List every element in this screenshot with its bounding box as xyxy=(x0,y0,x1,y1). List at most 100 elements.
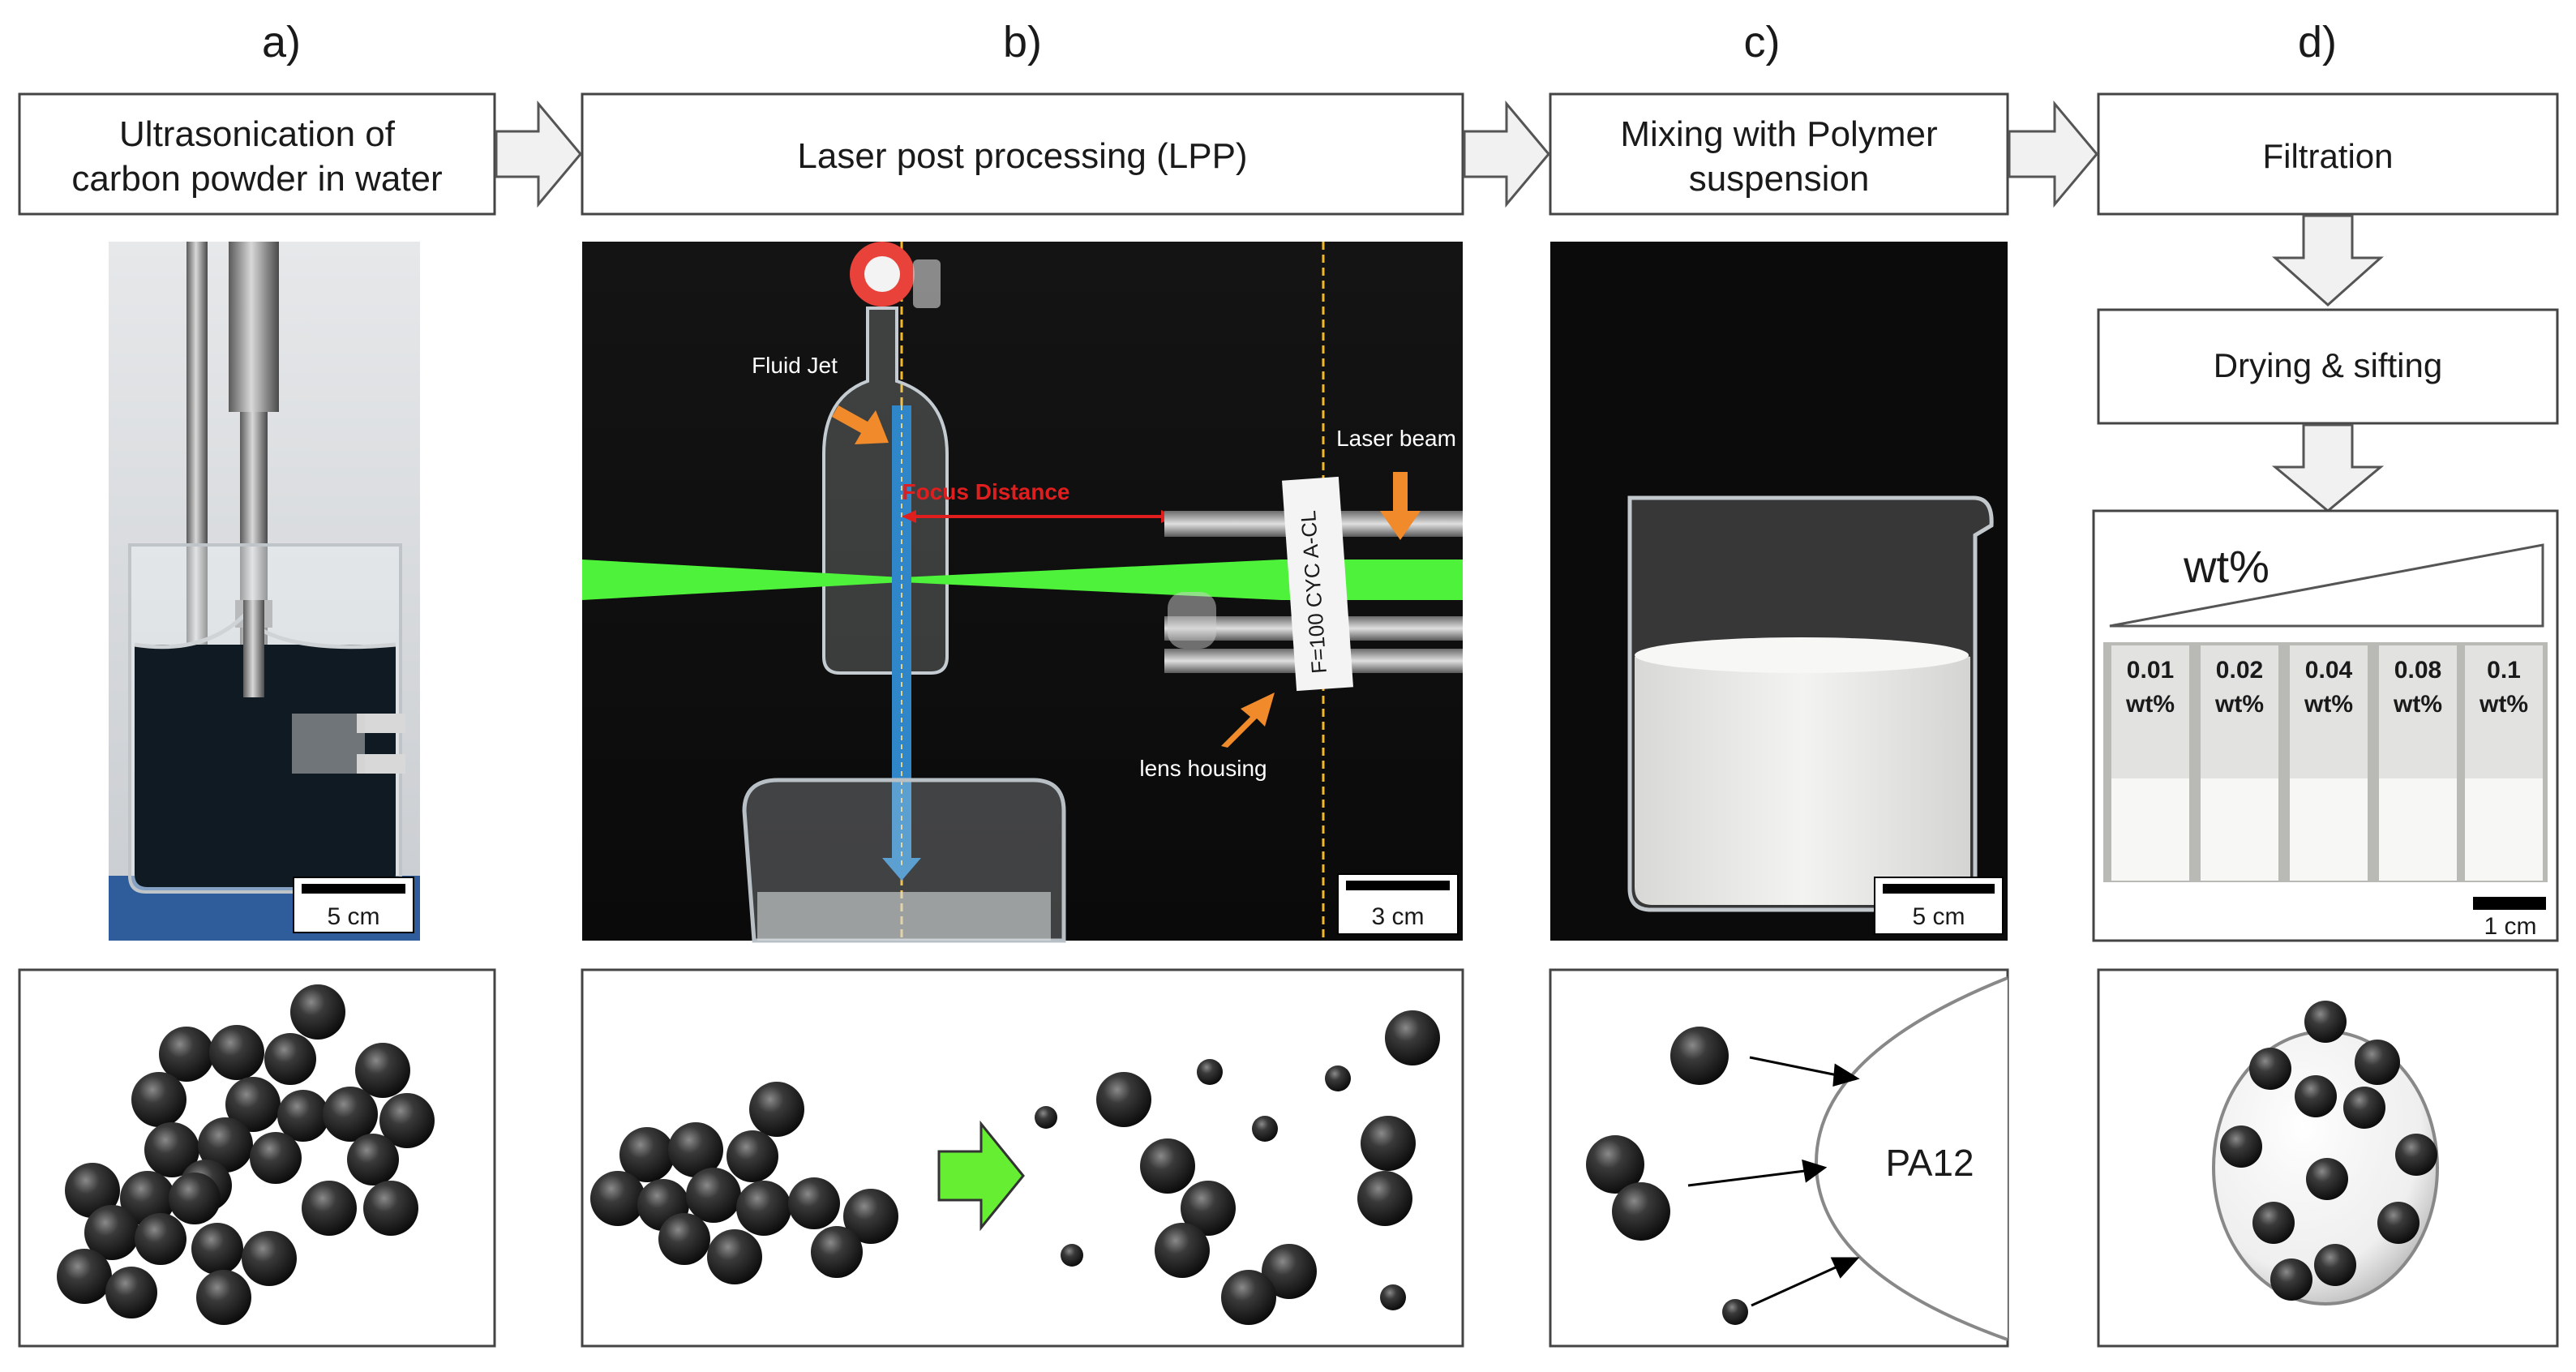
carbon-particle xyxy=(277,1090,329,1142)
photo-ultrasonication: 5 cm xyxy=(109,242,420,941)
vial-powder xyxy=(2290,778,2368,881)
carbon-particle xyxy=(84,1205,139,1260)
flow-arrow-down-2 xyxy=(2271,423,2385,512)
carbon-particle xyxy=(2343,1087,2385,1129)
panel-letter-d: d) xyxy=(2298,18,2337,66)
carbon-particle xyxy=(2249,1048,2291,1090)
vial-value: 0.04 xyxy=(2305,657,2353,684)
vial-powder xyxy=(2465,778,2543,881)
label-laser-beam: Laser beam xyxy=(1336,426,1456,451)
carbon-particle xyxy=(198,1117,253,1173)
vial-unit: wt% xyxy=(2304,691,2353,718)
panel-letter-b: b) xyxy=(1003,18,1042,66)
carbon-particle xyxy=(1325,1065,1351,1091)
carbon-particle xyxy=(209,1025,264,1080)
wt-header: wt% xyxy=(2183,541,2270,592)
carbon-particle xyxy=(120,1171,175,1226)
pointer-lens-housing xyxy=(1221,692,1275,748)
carbon-particle xyxy=(2270,1258,2312,1301)
agglomerate-before-lpp xyxy=(590,1082,898,1284)
carbon-particle xyxy=(1670,1027,1729,1085)
vial-unit: wt% xyxy=(2479,691,2528,718)
scale-bar-d: 1 cm xyxy=(2484,913,2536,940)
carbon-particle xyxy=(1035,1106,1057,1129)
step-c-line2: suspension xyxy=(1689,159,1870,199)
carbon-particle xyxy=(1181,1181,1236,1236)
step-a-line2: carbon powder in water xyxy=(71,159,442,199)
carbon-particle xyxy=(159,1027,214,1082)
scale-bar-a: 5 cm xyxy=(327,903,379,930)
photo-laser-setup: Focus Distance F=100 CYC A-CL Fluid Jet … xyxy=(582,242,1463,943)
step-c-line1: Mixing with Polymer xyxy=(1620,114,1937,154)
carbon-particle xyxy=(355,1043,410,1098)
pa12-label: PA12 xyxy=(1885,1142,1974,1184)
carbon-particle xyxy=(363,1181,418,1236)
carbon-particle xyxy=(1197,1059,1223,1085)
carbon-particle xyxy=(1586,1135,1644,1194)
carbon-particle xyxy=(290,984,345,1040)
carbon-particle xyxy=(736,1181,791,1236)
vial-powder xyxy=(2379,778,2457,881)
carbon-particle xyxy=(590,1171,645,1226)
carbon-particle xyxy=(788,1177,840,1229)
pa12-particle-outline xyxy=(1814,976,2008,1341)
flow-arrow-b-c xyxy=(1463,100,1550,208)
carbon-particle xyxy=(250,1132,302,1184)
carbon-particle xyxy=(196,1270,251,1325)
carbon-particle xyxy=(2295,1075,2337,1117)
step-box-d-filtration: Filtration xyxy=(2097,92,2559,216)
carbon-particle xyxy=(1262,1244,1317,1299)
vial-value: 0.1 xyxy=(2487,657,2521,684)
vial-unit: wt% xyxy=(2125,691,2175,718)
carbon-particle xyxy=(135,1213,186,1265)
carbon-particle xyxy=(65,1163,120,1218)
pa12-mixing: PA12 xyxy=(1586,976,2008,1341)
vial-powder xyxy=(2111,778,2189,881)
carbon-particle xyxy=(1380,1284,1406,1310)
carbon-particle xyxy=(323,1087,378,1142)
carbon-particle xyxy=(2314,1244,2356,1286)
wt-wedge xyxy=(2109,543,2544,628)
carbon-particle xyxy=(191,1223,243,1275)
carbon-particle xyxy=(1357,1171,1412,1226)
carbon-particle xyxy=(2377,1202,2420,1244)
carbon-particle xyxy=(727,1130,778,1182)
coated-particle xyxy=(2212,1001,2439,1306)
carbon-particle xyxy=(2252,1202,2295,1244)
label-lens-housing: lens housing xyxy=(1139,756,1267,781)
carbon-particle xyxy=(619,1127,675,1182)
carbon-particle xyxy=(1221,1270,1276,1325)
vial-value: 0.08 xyxy=(2394,657,2441,684)
step-b-line1: Laser post processing (LPP) xyxy=(797,136,1247,176)
carbon-particle xyxy=(658,1213,710,1265)
carbon-particle xyxy=(668,1122,723,1177)
carbon-particle xyxy=(1155,1223,1210,1278)
vial-value: 0.02 xyxy=(2216,657,2263,684)
step-a-line1: Ultrasonication of xyxy=(119,114,396,154)
step-box-d-drying: Drying & sifting xyxy=(2097,308,2559,425)
vial-unit: wt% xyxy=(2214,691,2264,718)
carbon-particle xyxy=(225,1077,281,1132)
carbon-particle xyxy=(1722,1299,1748,1325)
carbon-particle xyxy=(379,1093,435,1148)
panel-letter-a: a) xyxy=(262,18,301,66)
carbon-particle xyxy=(1061,1244,1083,1267)
step-box-a: Ultrasonication of carbon powder in wate… xyxy=(18,92,496,216)
vial-value: 0.01 xyxy=(2127,657,2174,684)
carbon-particle xyxy=(2304,1001,2347,1043)
flow-arrow-c-d xyxy=(2008,100,2098,208)
carbon-particle xyxy=(2355,1040,2400,1085)
pointer-fluid-jet xyxy=(832,405,889,444)
carbon-particle xyxy=(2395,1134,2437,1176)
carbon-particle xyxy=(749,1082,804,1137)
scale-bar-b: 3 cm xyxy=(1371,903,1424,930)
label-focus-distance: Focus Distance xyxy=(902,479,1070,504)
carbon-particle xyxy=(843,1189,898,1244)
step-box-b: Laser post processing (LPP) xyxy=(581,92,1464,216)
pointer-laser-beam xyxy=(1380,472,1421,540)
carbon-particle xyxy=(131,1072,186,1127)
photo-polymer-suspension: 5 cm xyxy=(1550,242,2008,941)
carbon-particle xyxy=(1385,1010,1440,1065)
flow-arrow-down-1 xyxy=(2272,214,2384,307)
